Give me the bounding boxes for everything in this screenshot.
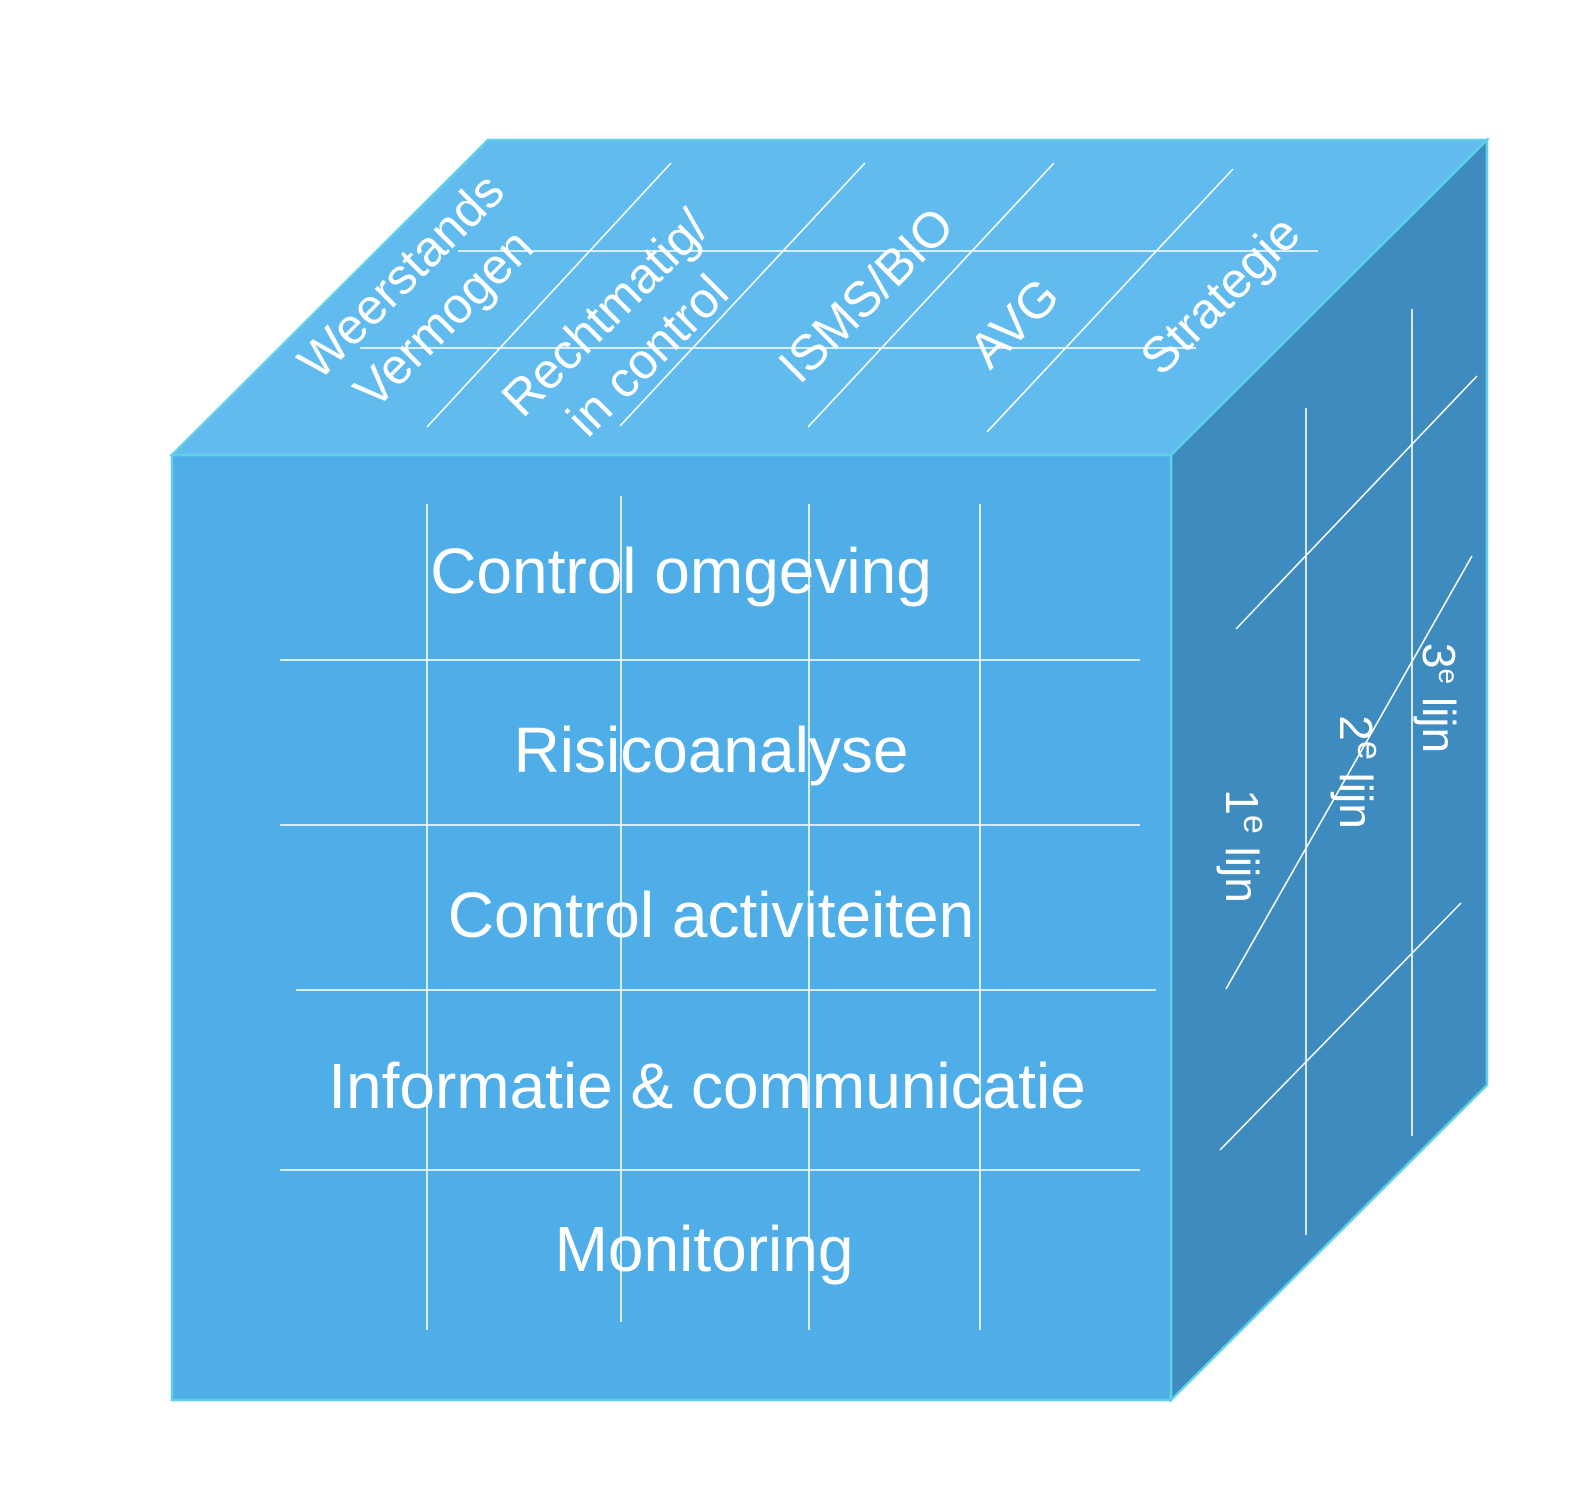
side-label-text: 2e lijn (1330, 715, 1388, 829)
top-face-grid (360, 162, 1318, 433)
side-label-number: 2 (1330, 715, 1382, 741)
top-grid-line-diagonal-1 (426, 162, 672, 428)
side-label-word: lijn (1216, 834, 1268, 903)
side-labels: 3e lijn 2e lijn 1e lijn (1216, 643, 1465, 903)
top-grid-line-diagonal-2 (619, 162, 866, 427)
side-grid-line-diagonal-3 (1219, 902, 1462, 1151)
side-label-text: 1e lijn (1216, 789, 1274, 903)
front-label-risicoanalyse: Risicoanalyse (514, 714, 909, 786)
side-label-superscript: e (1433, 668, 1464, 684)
cube-front-face (170, 453, 1173, 1402)
side-grid-line-diagonal-2 (1225, 555, 1473, 990)
front-label-monitoring: Monitoring (555, 1213, 854, 1285)
side-label-2e-lijn: 2e lijn (1330, 715, 1388, 829)
front-labels: Control omgeving Risicoanalyse Control a… (328, 535, 1086, 1285)
top-grid-line-diagonal-4 (986, 168, 1234, 433)
side-label-1e-lijn: 1e lijn (1216, 789, 1274, 903)
side-label-number: 1 (1216, 789, 1268, 815)
side-face-grid (1219, 309, 1478, 1235)
side-label-number: 3 (1413, 643, 1465, 669)
side-grid-line-diagonal-1 (1235, 375, 1478, 630)
side-label-superscript: e (1350, 741, 1388, 760)
front-label-informatie-communicatie: Informatie & communicatie (328, 1050, 1086, 1122)
side-label-3e-lijn: 3e lijn (1413, 643, 1465, 753)
front-face-grid (280, 496, 1156, 1330)
side-label-word: lijn (1330, 760, 1382, 829)
side-label-word: lijn (1413, 684, 1465, 753)
side-label-superscript: e (1236, 815, 1274, 834)
top-grid-line-diagonal-3 (807, 162, 1055, 428)
front-label-control-activiteiten: Control activiteiten (448, 879, 974, 951)
side-label-text: 3e lijn (1413, 643, 1465, 753)
front-label-control-omgeving: Control omgeving (430, 535, 932, 607)
